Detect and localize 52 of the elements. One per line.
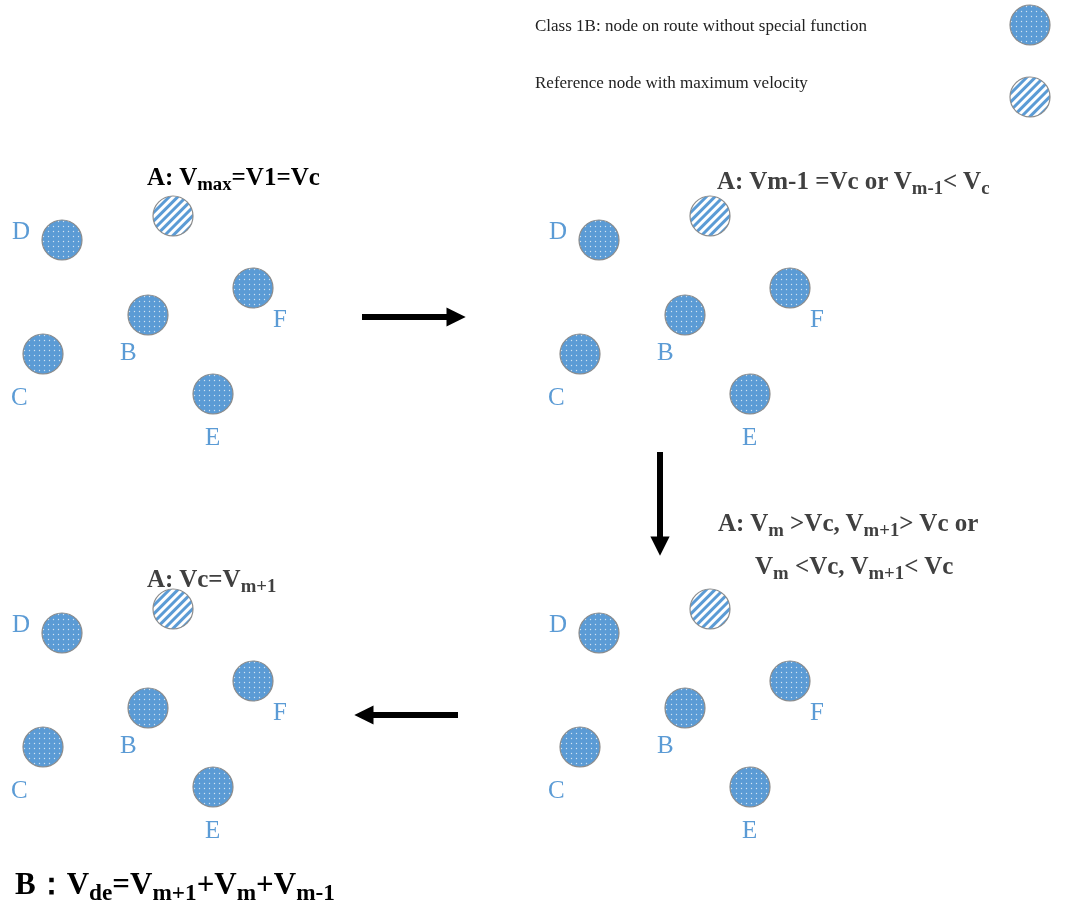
hatched-node-circle [689,588,731,630]
condition-text: A: V$_{max}$=V1=Vc [147,164,320,189]
dotted-node-circle [578,612,620,654]
dotted-node-circle [729,766,771,808]
node-letter: C [11,777,28,802]
dotted-node-circle [559,726,601,768]
node-letter: B [657,339,674,364]
legend-text: Class 1B: node on route without special function [535,15,867,37]
node-letter: B [120,339,137,364]
node-letter: D [12,611,31,636]
node-letter: D [12,218,31,243]
node-letter: C [11,384,28,409]
dotted-node-circle [232,267,274,309]
node-letter: F [273,306,287,331]
node-letter: E [205,424,221,449]
dotted-node-circle [41,612,83,654]
node-letter: F [273,699,287,724]
node-letter: C [548,777,565,802]
condition-text: A: V$_{m}$ >Vc, V$_{m+1}$> Vc or [718,510,979,535]
dotted-node-circle [22,333,64,375]
node-letter: D [549,218,568,243]
dotted-node-circle [41,219,83,261]
dotted-node-circle [769,660,811,702]
dotted-node-circle [578,219,620,261]
condition-text: A: Vc=V$_{m+1}$ [147,566,277,591]
dotted-node-circle [232,660,274,702]
hatched-node-circle [689,195,731,237]
dotted-node-circle [22,726,64,768]
hatched-node-circle [152,195,194,237]
node-letter: E [742,817,758,842]
condition-text: B：V$_{de}$=V$_{m+1}$+V$_{m}$+V$_{m-1}$ [15,868,335,899]
dotted-node-circle [127,294,169,336]
node-letter: F [810,699,824,724]
node-letter: B [120,732,137,757]
condition-text: A: Vm-1 =Vc or V$_{m-1}$< V$_{c}$ [717,168,990,193]
node-letter: F [810,306,824,331]
hatched-node-circle [152,588,194,630]
condition-text: V$_{m}$ <Vc, V$_{m+1}$< Vc [755,553,954,578]
dotted-node-circle [664,687,706,729]
dotted-node-circle [769,267,811,309]
legend-text: Reference node with maximum velocity [535,72,808,94]
dotted-node-circle [664,294,706,336]
dotted-node-circle [192,373,234,415]
node-letter: C [548,384,565,409]
node-letter: B [657,732,674,757]
node-letter: E [742,424,758,449]
dotted-node-circle [729,373,771,415]
node-letter: D [549,611,568,636]
dotted-node-circle [559,333,601,375]
node-letter: E [205,817,221,842]
dotted-node-circle [127,687,169,729]
dotted-node-circle [192,766,234,808]
